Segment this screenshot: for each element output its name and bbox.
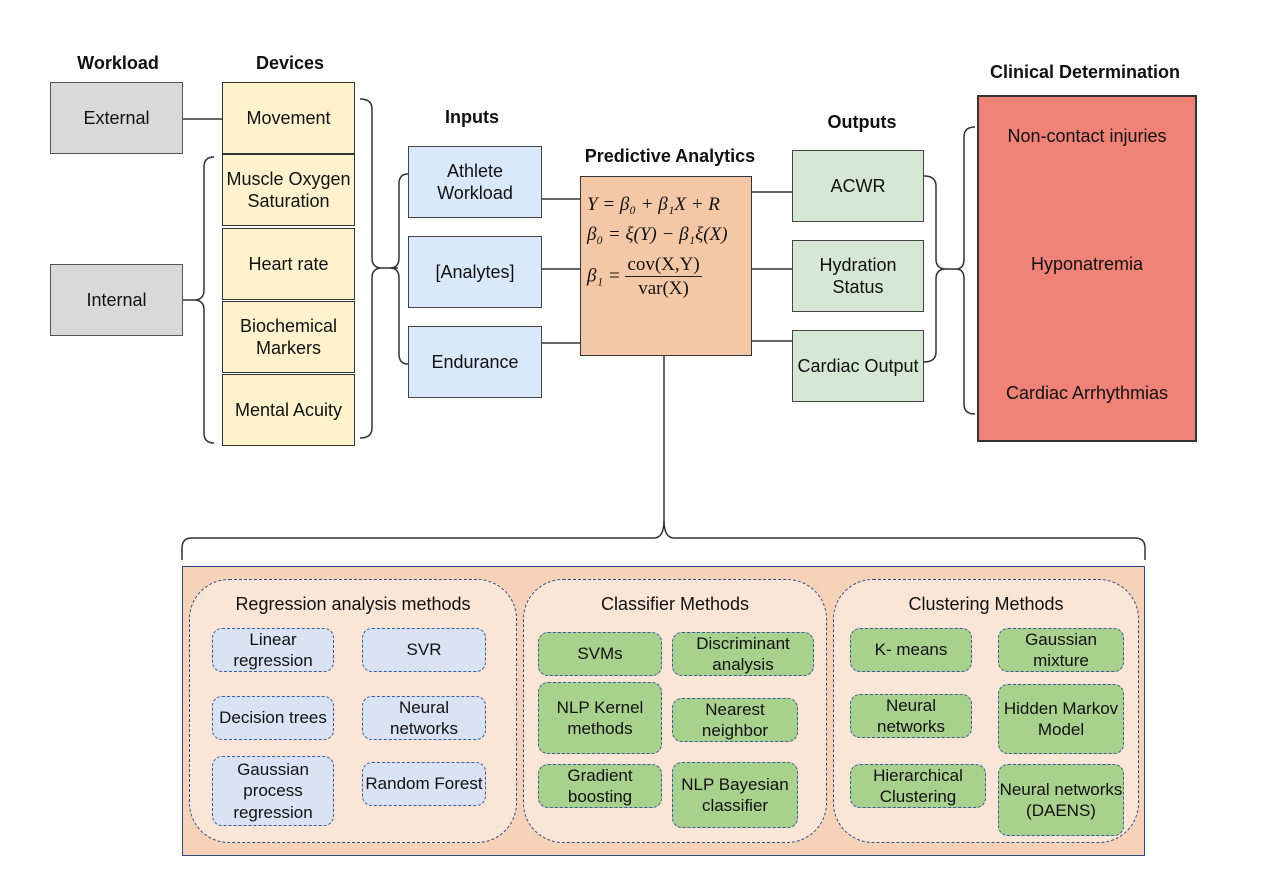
method-k-means: K- means: [850, 628, 972, 672]
regression-methods-title: Regression analysis methods: [235, 594, 471, 614]
input-athlete-workload: Athlete Workload: [408, 146, 542, 218]
device-mental-acuity: Mental Acuity: [222, 374, 355, 446]
method-random-forest: Random Forest: [362, 762, 486, 806]
header-predictive-analytics: Predictive Analytics: [584, 146, 756, 166]
classifier-methods-title: Classifier Methods: [600, 594, 750, 614]
method-linear-regression: Linear regression: [212, 628, 334, 672]
output-hydration-status: Hydration Status: [792, 240, 924, 312]
header-workload: Workload: [77, 53, 159, 73]
equation-3-lhs: β₁ =: [587, 265, 621, 287]
equation-3-fraction: cov(X,Y) var(X): [625, 253, 702, 302]
methods-panel: Regression analysis methods Linear regre…: [182, 566, 1145, 856]
header-inputs: Inputs: [445, 107, 499, 127]
method-neural-networks-clustering: Neural networks: [850, 694, 972, 738]
predictive-analytics-box: Y = β₀ + β₁X + R β₀ = ξ(Y) − β₁ξ(X) β₁ =…: [580, 176, 752, 356]
method-gradient-boosting: Gradient boosting: [538, 764, 662, 808]
device-muscle-oxygen: Muscle Oxygen Saturation: [222, 154, 355, 226]
device-movement: Movement: [222, 82, 355, 154]
method-discriminant-analysis: Discriminant analysis: [672, 632, 814, 676]
equation-3-denominator: var(X): [638, 278, 689, 300]
regression-methods-group: Regression analysis methods Linear regre…: [189, 579, 517, 843]
method-gaussian-process-regression: Gaussian process regression: [212, 756, 334, 826]
clinical-non-contact-injuries: Non-contact injuries: [1007, 126, 1167, 146]
equation-3-numerator: cov(X,Y): [625, 253, 702, 278]
workload-external: External: [50, 82, 183, 154]
clinical-determination-box: Non-contact injuries Hyponatremia Cardia…: [977, 95, 1197, 442]
output-acwr: ACWR: [792, 150, 924, 222]
device-heart-rate: Heart rate: [222, 228, 355, 300]
equation-2: β₀ = ξ(Y) − β₁ξ(X): [587, 223, 728, 245]
equation-1: Y = β₀ + β₁X + R: [587, 194, 720, 215]
method-neural-networks-daens: Neural networks (DAENS): [998, 764, 1124, 836]
method-gaussian-mixture: Gaussian mixture: [998, 628, 1124, 672]
classifier-methods-group: Classifier Methods SVMs Discriminant ana…: [523, 579, 827, 843]
header-outputs: Outputs: [827, 112, 897, 132]
workload-internal: Internal: [50, 264, 183, 336]
device-biochemical-markers: Biochemical Markers: [222, 301, 355, 373]
method-svr: SVR: [362, 628, 486, 672]
method-nearest-neighbor: Nearest neighbor: [672, 698, 798, 742]
clinical-hyponatremia: Hyponatremia: [1030, 254, 1144, 275]
header-clinical-determination: Clinical Determination: [989, 62, 1181, 82]
input-endurance: Endurance: [408, 326, 542, 398]
input-analytes: [Analytes]: [408, 236, 542, 308]
clustering-methods-title: Clustering Methods: [908, 594, 1064, 614]
clinical-cardiac-arrhythmias: Cardiac Arrhythmias: [1005, 382, 1169, 403]
method-neural-networks-regression: Neural networks: [362, 696, 486, 740]
output-cardiac-output: Cardiac Output: [792, 330, 924, 402]
method-hierarchical-clustering: Hierarchical Clustering: [850, 764, 986, 808]
clustering-methods-group: Clustering Methods K- means Gaussian mix…: [833, 579, 1139, 843]
equation-3: β₁ = cov(X,Y) var(X): [587, 253, 702, 302]
method-hidden-markov-model: Hidden Markov Model: [998, 684, 1124, 754]
method-decision-trees: Decision trees: [212, 696, 334, 740]
header-devices: Devices: [255, 53, 325, 73]
method-nlp-bayesian-classifier: NLP Bayesian classifier: [672, 762, 798, 828]
method-svms: SVMs: [538, 632, 662, 676]
method-nlp-kernel-methods: NLP Kernel methods: [538, 682, 662, 754]
